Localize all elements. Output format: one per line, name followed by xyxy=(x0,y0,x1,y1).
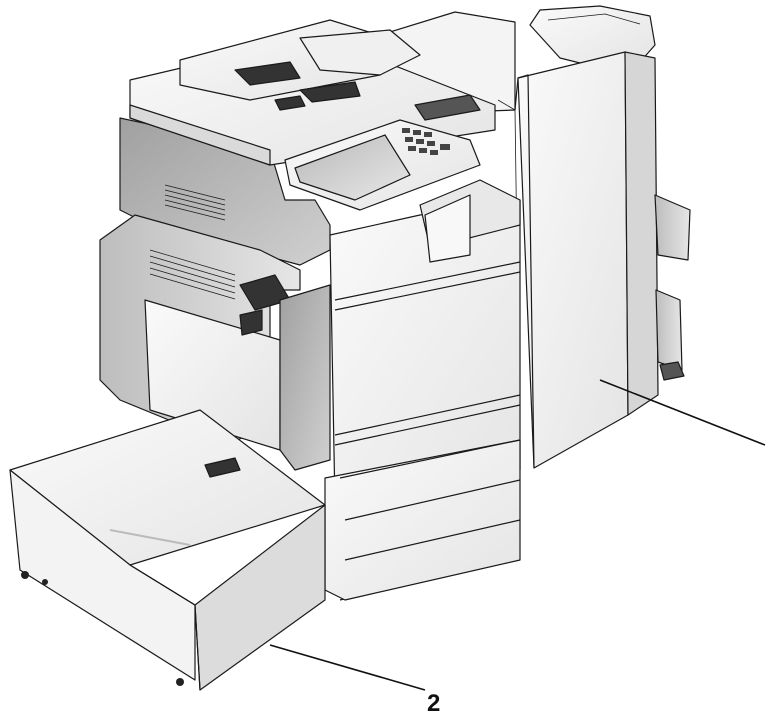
callout-1-leader xyxy=(599,379,766,446)
finisher-front-panel xyxy=(517,51,629,469)
finisher-foot xyxy=(659,361,685,381)
finisher-side-tray-lower xyxy=(655,289,683,371)
touch-screen xyxy=(294,134,411,201)
vent-grille-upper xyxy=(164,184,226,221)
keypad xyxy=(402,128,450,155)
finisher-side-panel xyxy=(624,51,659,416)
high-capacity-feeder xyxy=(9,409,326,691)
adf-tray xyxy=(299,29,421,76)
printer-body xyxy=(99,19,521,601)
callout-2-leader xyxy=(269,644,426,691)
vent-grille-lower xyxy=(149,249,236,300)
finisher-side-tray-upper xyxy=(654,194,691,261)
callout-leader-lines xyxy=(269,379,766,691)
feeder-front-left xyxy=(9,469,196,681)
callout-label-2: 2 xyxy=(427,690,441,717)
front-cover xyxy=(329,199,521,506)
